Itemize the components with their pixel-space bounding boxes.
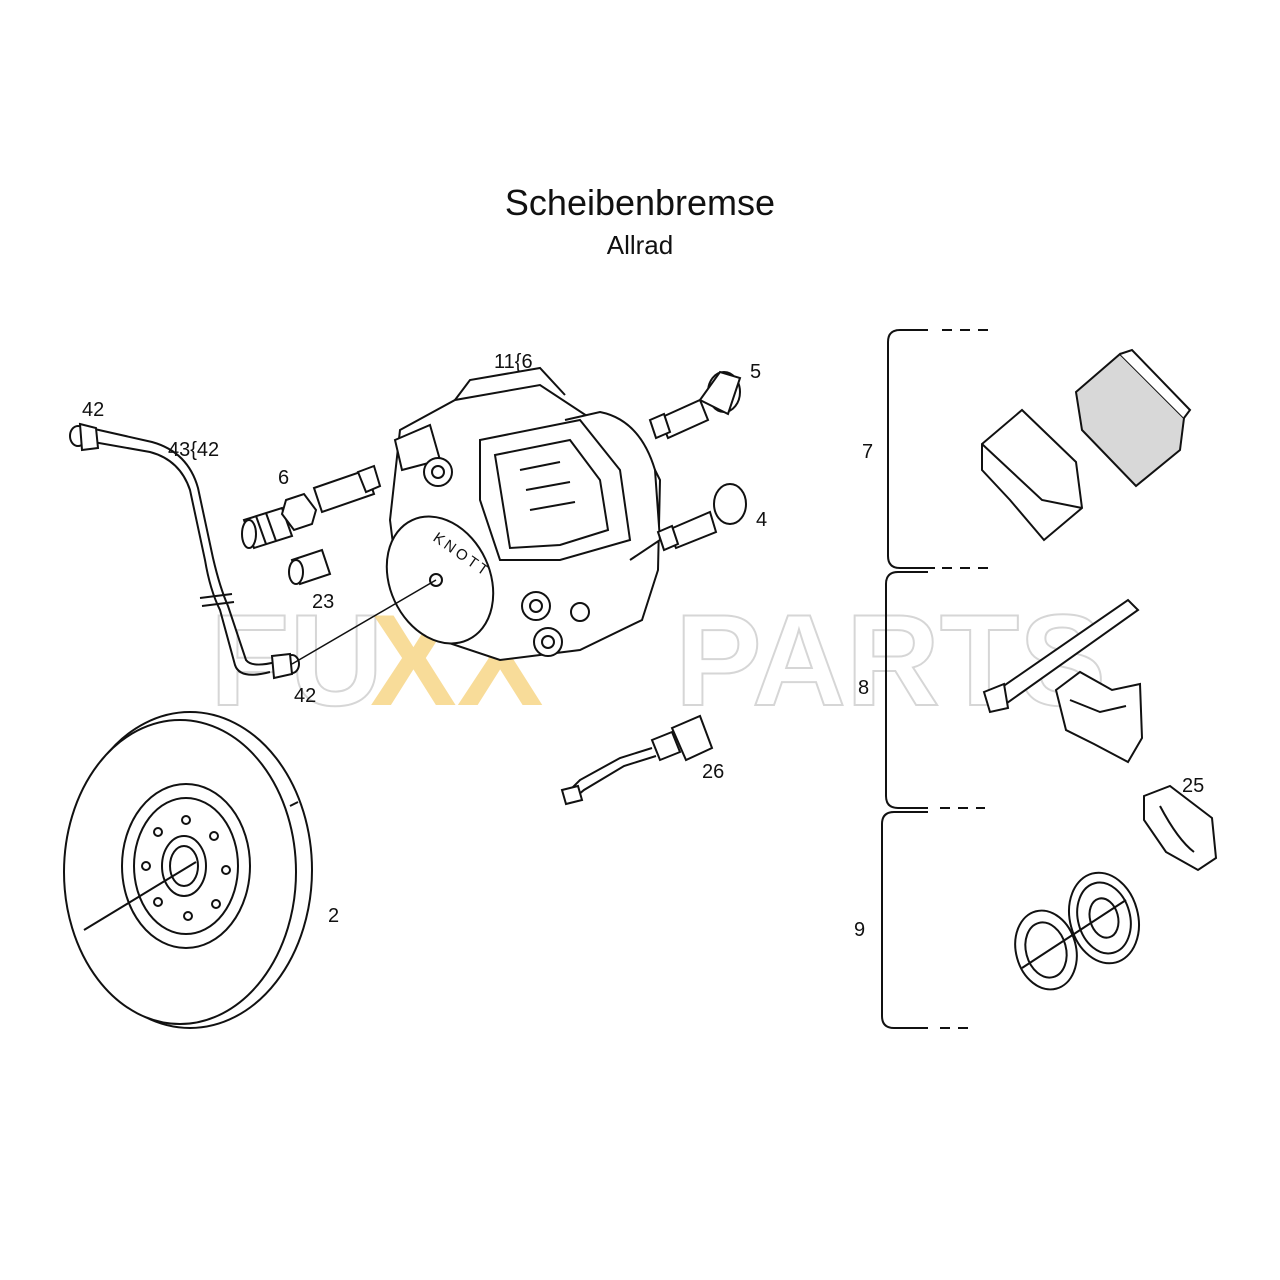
spring-clip xyxy=(1054,670,1144,764)
brake-pad-rear xyxy=(1074,348,1192,488)
page-title: Scheibenbremse xyxy=(504,182,776,223)
dust-cap-23 xyxy=(288,548,332,586)
disc-axis-line xyxy=(83,861,197,931)
bleed-nut xyxy=(280,492,318,532)
retaining-pin xyxy=(982,598,1140,714)
callout-9: 9 xyxy=(854,919,865,941)
callout-5: 5 xyxy=(750,361,761,383)
watermark: FU XX PARTS xyxy=(209,586,1107,734)
union-nut-top xyxy=(69,422,100,452)
bolt-4 xyxy=(656,483,747,552)
brake-disc xyxy=(63,711,313,1029)
union-nut-bottom xyxy=(270,652,300,680)
callout-7: 7 xyxy=(862,441,873,463)
callout-4: 4 xyxy=(756,509,767,531)
callout-23: 23 xyxy=(312,591,334,613)
callout-6: 6 xyxy=(278,467,289,489)
callout-26: 26 xyxy=(702,761,724,783)
callout-2: 2 xyxy=(328,905,339,927)
anti-squeal-shim xyxy=(1143,784,1218,872)
callout-43: 43{42 xyxy=(168,439,219,461)
callout-8: 8 xyxy=(858,677,869,699)
bleed-screw-cap xyxy=(241,506,294,550)
callout-42-top: 42 xyxy=(82,399,104,421)
wear-sensor xyxy=(560,714,714,806)
caliper-piston-housing xyxy=(385,515,495,645)
brake-line xyxy=(81,427,277,676)
brake-pad-front xyxy=(981,408,1084,542)
callout-11: 11{6 xyxy=(494,351,533,373)
seal-ring-small xyxy=(1014,909,1078,991)
seal-ring-large xyxy=(1068,871,1140,965)
watermark-right: PARTS xyxy=(675,587,1106,733)
callout-25: 25 xyxy=(1182,775,1204,797)
callout-42-bottom: 42 xyxy=(294,685,316,707)
bolt-5 xyxy=(648,370,742,440)
page-subtitle: Allrad xyxy=(606,230,674,260)
group-brackets xyxy=(881,329,990,1029)
leader-line-42-bottom xyxy=(291,579,437,665)
guide-pin-left xyxy=(312,464,382,514)
callout-labels: 42 43{42 11{6 5 6 4 23 42 26 2 7 8 9 25 xyxy=(82,351,1204,941)
